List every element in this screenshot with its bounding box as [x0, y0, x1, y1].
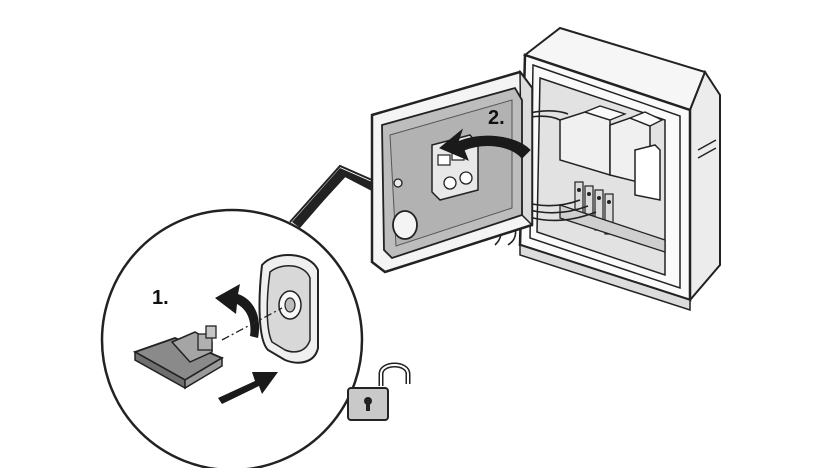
lock-slot-icon [258, 253, 319, 364]
key-icon [132, 325, 224, 390]
step-2-label: 2. [488, 107, 505, 129]
curved-arrow-icon [215, 284, 260, 338]
controller-door [370, 69, 534, 274]
open-door-arrow-icon [439, 128, 531, 161]
step-1-label: 1. [152, 287, 169, 309]
unlocked-padlock-icon [347, 362, 411, 421]
internal-modules [559, 105, 666, 253]
straight-arrow-icon [218, 372, 278, 404]
alignment-line [221, 307, 283, 341]
callout-pointer [289, 164, 373, 228]
lock-detail-callout: 1. [100, 208, 364, 468]
